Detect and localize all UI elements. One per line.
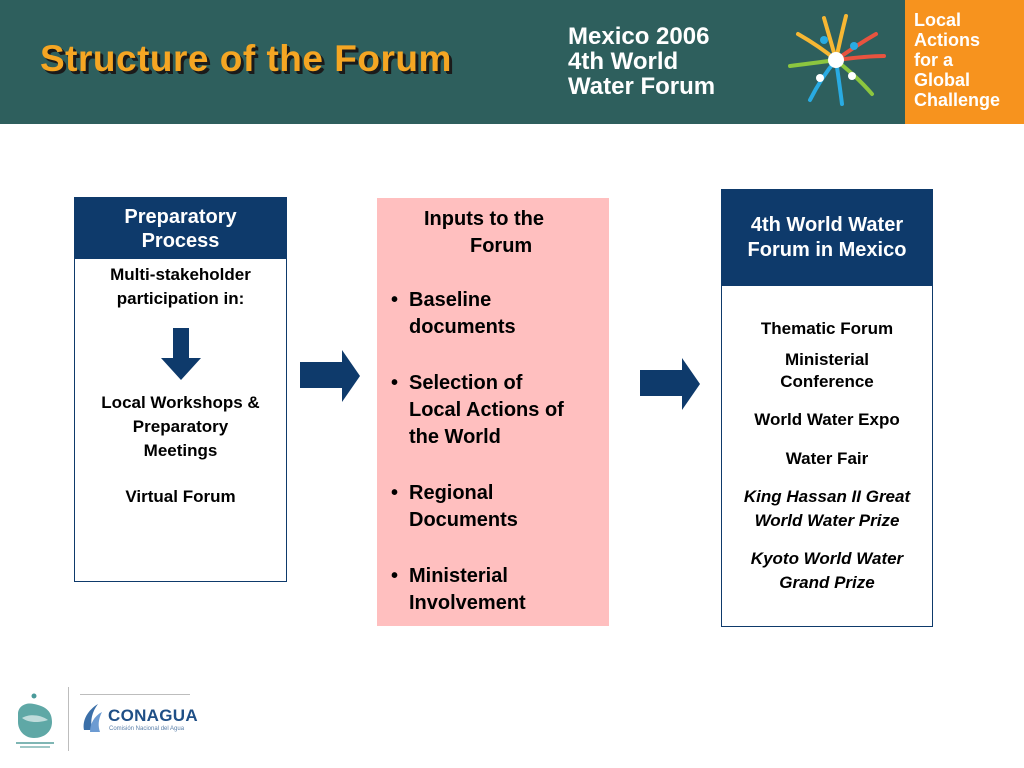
item-line: World Water Prize: [754, 511, 900, 530]
forum-item-hassan-prize: King Hassan II Great World Water Prize: [722, 485, 932, 533]
bullet-icon: •: [391, 372, 399, 394]
tagline-line: Challenge: [914, 90, 1001, 110]
page-title: Structure of the Forum: [40, 38, 452, 79]
item-line: the World: [409, 426, 501, 448]
heading-line: Preparatory: [124, 205, 237, 228]
item-line: documents: [409, 316, 516, 338]
list-item: • Baseline documents: [391, 287, 603, 341]
item-line: Conference: [780, 372, 874, 391]
tagline-line: Actions: [914, 30, 981, 50]
text-line: Preparatory: [132, 417, 229, 436]
event-line: 4th World: [568, 48, 679, 75]
event-line: Mexico 2006: [568, 23, 710, 50]
arrow-right-icon: [640, 358, 700, 410]
heading-line: Inputs to the: [424, 208, 544, 230]
forum-item-expo: World Water Expo: [722, 409, 932, 431]
text-line: Multi-stakeholder: [110, 265, 251, 284]
conagua-name: CONAGUA: [108, 706, 198, 725]
local-workshops-text: Local Workshops & Preparatory Meetings: [75, 391, 286, 463]
inputs-list: • Baseline documents • Selection of Loca…: [391, 287, 603, 646]
item-line: Regional: [409, 482, 494, 504]
forum-item-kyoto-prize: Kyoto World Water Grand Prize: [722, 547, 932, 595]
forum-item-thematic: Thematic Forum: [722, 318, 932, 340]
item-line: Ministerial: [784, 350, 870, 369]
conagua-subtitle: Comisión Nacional del Agua: [109, 726, 185, 732]
arrow-right-icon: [300, 350, 360, 402]
item-line: Baseline: [409, 289, 492, 311]
heading-line: Process: [141, 229, 220, 252]
header-banner: Structure of the Forum Mexico 2006 4th W…: [0, 0, 1024, 124]
list-item: • Selection of Local Actions of the Worl…: [391, 370, 603, 451]
virtual-forum-text: Virtual Forum: [125, 487, 236, 506]
heading-line: Forum in Mexico: [747, 239, 907, 261]
text-line: Local Workshops &: [101, 393, 260, 412]
arrow-down-icon: [161, 328, 201, 380]
preparatory-process-heading: Preparatory Process: [75, 198, 286, 259]
inputs-heading: Inputs to the Forum: [377, 206, 609, 260]
event-name: Mexico 2006 4th World Water Forum: [568, 24, 715, 99]
forum-logo-icon: [788, 14, 886, 106]
conagua-logo-icon: [83, 704, 102, 732]
list-item: • Regional Documents: [391, 480, 603, 534]
item-line: World Water Expo: [754, 410, 900, 429]
item-line: Grand Prize: [779, 573, 875, 592]
tagline-line: for a: [914, 50, 954, 70]
forum-in-mexico-box: 4th World Water Forum in Mexico Thematic…: [721, 189, 933, 627]
heading-line: Forum: [470, 235, 533, 257]
forum-heading: 4th World Water Forum in Mexico: [722, 190, 932, 286]
forum-item-fair: Water Fair: [722, 448, 932, 470]
inputs-to-forum-box: Inputs to the Forum • Baseline documents…: [377, 198, 609, 626]
item-line: Kyoto World Water: [750, 549, 904, 568]
text-line: Meetings: [143, 441, 218, 460]
event-line: Water Forum: [568, 73, 716, 100]
heading-line: 4th World Water: [750, 214, 904, 236]
bullet-icon: •: [391, 289, 399, 311]
forum-item-ministerial: Ministerial Conference: [722, 349, 932, 393]
item-line: Local Actions of: [409, 399, 564, 421]
tagline: Local Actions for a Global Challenge: [914, 10, 1000, 110]
text-line: participation in:: [116, 289, 245, 308]
preparatory-process-box: Preparatory Process Multi-stakeholder pa…: [74, 197, 287, 582]
bullet-icon: •: [391, 565, 399, 587]
item-line: Involvement: [409, 592, 526, 614]
list-item: • Ministerial Involvement: [391, 563, 603, 617]
item-line: King Hassan II Great: [743, 487, 911, 506]
item-line: Thematic Forum: [760, 319, 894, 338]
participation-intro: Multi-stakeholder participation in:: [75, 263, 286, 311]
tagline-line: Local: [914, 10, 962, 30]
footer-divider: [68, 687, 69, 751]
item-line: Ministerial: [409, 565, 508, 587]
item-line: Selection of: [409, 372, 523, 394]
tagline-panel: [905, 0, 1024, 124]
bullet-icon: •: [391, 482, 399, 504]
footer-rule: [80, 694, 190, 695]
tagline-line: Global: [914, 70, 971, 90]
item-line: Water Fair: [785, 449, 869, 468]
item-line: Documents: [409, 509, 518, 531]
world-water-council-logo-icon: [16, 693, 54, 748]
